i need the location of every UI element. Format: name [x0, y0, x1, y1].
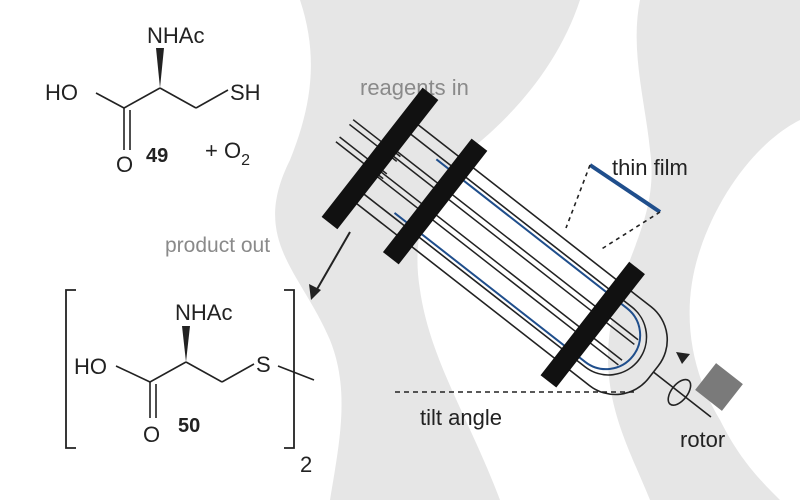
compound-49-carbonyl-o: O [116, 152, 133, 177]
clamp-left [321, 87, 439, 230]
compound-49-acid: HO [45, 80, 78, 105]
compound-50-wedge-bond [182, 326, 190, 362]
clamp-middle [382, 138, 488, 265]
rotation-arrow [667, 378, 692, 406]
compound-50-acid: HO [74, 354, 107, 379]
thin-film-indicator [588, 163, 662, 214]
compound-49-number: 49 [146, 145, 168, 167]
rotor-block [695, 363, 743, 411]
compound-49-thiol: SH [230, 80, 261, 105]
rotor-label: rotor [680, 427, 725, 452]
product-out-label: product out [165, 234, 270, 257]
compound-49-wedge-bond [156, 48, 164, 88]
compound-49-structure [95, 87, 229, 150]
rotation-arrowhead [676, 352, 690, 364]
reactor-tube [321, 87, 712, 418]
tilt-angle-label: tilt angle [420, 405, 502, 430]
dimer-subscript: 2 [300, 452, 312, 477]
background-swirl [275, 0, 800, 500]
compound-50-number: 50 [178, 415, 200, 437]
compound-49-amide: NHAc [147, 23, 204, 48]
clamp-right [540, 261, 645, 388]
product-out-arrowhead [309, 284, 321, 300]
compound-50-amide: NHAc [175, 300, 232, 325]
thin-film-dashes [565, 164, 661, 251]
compound-50-carbonyl-o: O [143, 422, 160, 447]
thin-film-layer [393, 158, 642, 371]
reagents-in-label: reagents in [360, 75, 469, 100]
oxygen-reagent: + O2 [205, 138, 250, 169]
compound-50-sulfur: S [256, 352, 271, 377]
compound-50-structure [115, 361, 315, 418]
dimer-brackets [65, 289, 295, 449]
product-out-arrow [315, 231, 351, 292]
thin-film-label: thin film [612, 155, 688, 180]
